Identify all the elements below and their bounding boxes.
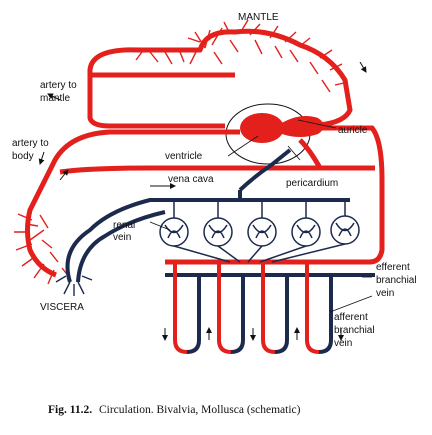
viscera-capillaries-red — [14, 213, 71, 285]
mantle-capillaries — [135, 19, 349, 93]
label-vena-cava: vena cava — [168, 174, 214, 185]
label-ventricle: ventricle — [165, 151, 203, 162]
label-artery-to-mantle-1: artery to — [40, 80, 77, 91]
label-artery-to-mantle-2: mantle — [40, 93, 70, 104]
label-auricle: auricle — [338, 125, 368, 136]
kidney-capillaries — [159, 200, 360, 263]
label-mantle: MANTLE — [238, 12, 279, 23]
auricle-shape — [280, 116, 324, 137]
gill-filaments — [173, 262, 333, 354]
label-viscera: VISCERA — [40, 302, 84, 313]
label-artery-to-body-2: body — [12, 151, 34, 162]
flow-arrows — [38, 61, 367, 341]
viscera-capillaries-blue — [55, 275, 93, 296]
label-afferent-2: branchial — [334, 325, 375, 336]
label-efferent-3: vein — [376, 288, 394, 299]
label-renal-vein-1: renal — [113, 220, 135, 231]
label-efferent-2: branchial — [376, 275, 417, 286]
leader-lines — [149, 119, 373, 313]
ventricle-shape — [240, 113, 284, 143]
label-afferent-3: vein — [334, 338, 352, 349]
label-artery-to-body-1: artery to — [12, 138, 49, 149]
label-renal-vein-2: vein — [113, 232, 131, 243]
figure-caption-text: Circulation. Bivalvia, Mollusca (schemat… — [99, 404, 301, 416]
label-efferent-1: efferent — [376, 262, 410, 273]
figure-number: Fig. 11.2. — [48, 404, 92, 416]
heart — [225, 103, 324, 165]
figure-caption: Fig. 11.2. Circulation. Bivalvia, Mollus… — [48, 404, 301, 416]
mantle-artery — [87, 28, 353, 129]
label-pericardium: pericardium — [286, 178, 338, 189]
label-afferent-1: afferent — [334, 312, 368, 323]
